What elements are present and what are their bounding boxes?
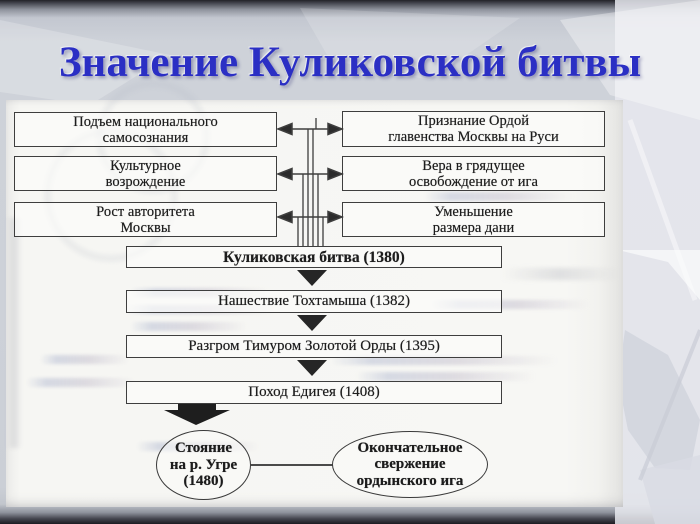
big-down-arrow-icon <box>164 404 230 425</box>
ellipse-connector-line <box>251 464 333 466</box>
right-arrow-icon <box>327 167 345 181</box>
ellipse-label-line: (1480) <box>183 473 224 490</box>
box-label-line: Вера в грядущее <box>422 157 525 174</box>
box-liberation-faith: Вера в грядущее освобождение от ига <box>342 156 605 191</box>
box-cultural-revival: Культурное возрождение <box>14 156 277 191</box>
ellipse-label-line: на р. Угре <box>169 456 238 473</box>
leaf-vein <box>638 329 700 481</box>
right-arrow-icon <box>327 122 345 136</box>
box-tokhtamysh-invasion: Нашествие Тохтамыша (1382) <box>126 290 502 313</box>
scan-streak <box>501 268 619 280</box>
bleedthrough-artifact <box>26 378 136 387</box>
bleedthrough-artifact <box>130 322 248 331</box>
bleedthrough-artifact <box>40 355 130 364</box>
down-arrow-icon <box>297 360 327 376</box>
bleedthrough-artifact <box>430 300 590 309</box>
left-arrow-icon <box>275 122 293 136</box>
scan-streak <box>6 218 22 448</box>
left-arrow-icon <box>275 167 293 181</box>
box-label-line: возрождение <box>105 173 186 190</box>
box-label-line: освобождение от ига <box>409 173 538 190</box>
down-arrow-icon <box>297 270 327 286</box>
left-arrow-icon <box>275 210 293 224</box>
box-label-line: Разгром Тимуром Золотой Орды (1395) <box>188 338 440 354</box>
box-label-line: Рост авторитета <box>96 203 195 220</box>
leaf-shape <box>618 250 700 300</box>
box-kulikovo-battle: Куликовская битва (1380) <box>126 246 502 268</box>
box-label-line: Уменьшение <box>434 203 513 220</box>
box-label-line: Культурное <box>110 157 181 174</box>
right-arrow-icon <box>327 210 345 224</box>
ellipse-label-line: свержение <box>374 456 446 473</box>
box-label-line: Подъем национального <box>73 113 218 130</box>
ellipse-label-line: Стояние <box>174 440 233 457</box>
box-label-line: Поход Едигея (1408) <box>248 384 380 400</box>
box-label-line: размера дани <box>432 219 515 236</box>
slide-title: Значение Куликовской битвы <box>58 39 642 86</box>
leaf-vein <box>627 119 698 301</box>
ellipse-label-line: ордынского ига <box>356 472 464 489</box>
box-national-consciousness: Подъем национального самосознания <box>14 112 277 147</box>
box-label-line: самосознания <box>102 129 189 146</box>
box-moscow-authority: Рост авторитета Москвы <box>14 202 277 237</box>
leaf-shape <box>640 455 700 524</box>
box-label-line: главенства Москвы на Руси <box>388 129 559 145</box>
ellipse-yoke-overthrow: Окончательное свержение ордынского ига <box>332 431 488 498</box>
box-label-line: Признание Ордой <box>418 113 529 129</box>
box-label-line: Куликовская битва (1380) <box>223 248 405 266</box>
box-timur-defeat-horde: Разгром Тимуром Золотой Орды (1395) <box>126 335 502 358</box>
box-tribute-reduction: Уменьшение размера дани <box>342 202 605 237</box>
scanned-diagram-image: Подъем национального самосознания Культу… <box>6 80 623 507</box>
bleedthrough-artifact <box>424 192 574 201</box>
box-label-line: Москвы <box>120 219 171 236</box>
box-horde-recognition: Признание Ордой главенства Москвы на Рус… <box>342 111 605 147</box>
bleedthrough-artifact <box>330 356 558 365</box>
box-edigu-campaign: Поход Едигея (1408) <box>126 381 502 404</box>
box-label-line: Нашествие Тохтамыша (1382) <box>217 293 410 309</box>
ellipse-ugra-standing: Стояние на р. Угре (1480) <box>156 430 251 500</box>
leaf-shape <box>618 330 700 470</box>
ellipse-label-line: Окончательное <box>357 439 463 456</box>
down-arrow-icon <box>297 315 327 331</box>
bleedthrough-artifact <box>356 372 536 381</box>
